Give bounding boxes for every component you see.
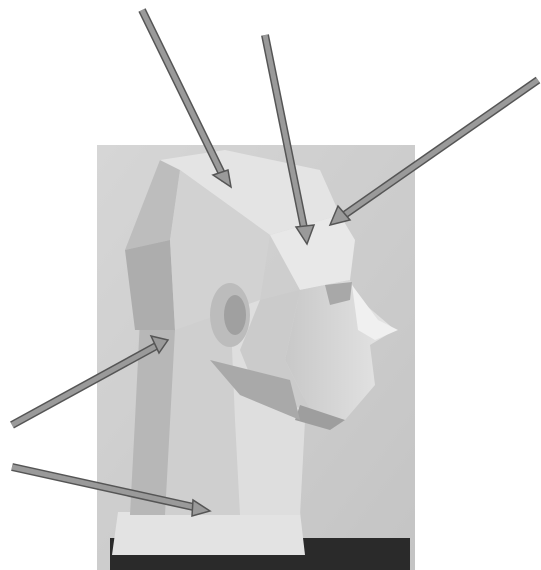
plinth-block [112, 512, 305, 555]
ear-inner [224, 295, 246, 335]
